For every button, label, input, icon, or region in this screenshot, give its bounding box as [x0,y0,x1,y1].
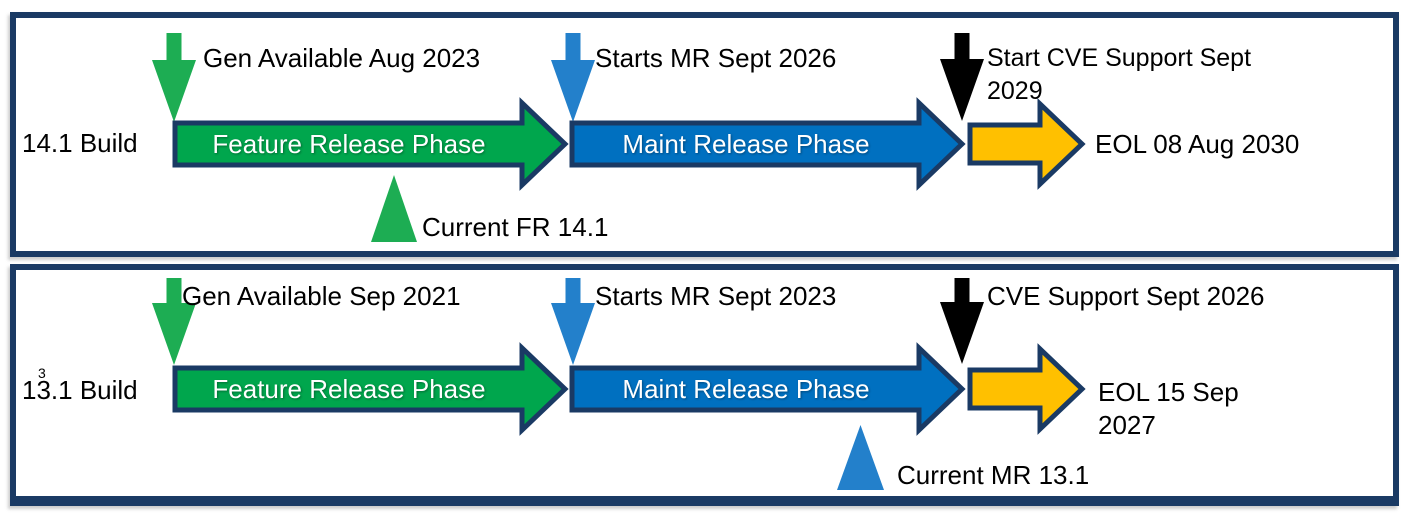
panel-14-1-build: 14.1 Build Gen Available Aug 2023 Starts… [10,12,1399,257]
feature-phase-label: Feature Release Phase [212,373,486,404]
cve-down-arrow-icon [940,33,984,121]
build-label-superscript: 3 [38,365,46,381]
current-label: Current MR 13.1 [897,460,1090,490]
current-label: Current FR 14.1 [422,212,609,242]
maint-phase-arrow [569,342,966,436]
ga-label: Gen Available Aug 2023 [203,43,481,73]
eol-label: EOL 08 Aug 2030 [1095,129,1300,159]
mr-label: Starts MR Sept 2023 [595,281,837,311]
cve-phase-arrow [967,98,1086,190]
maint-phase-label: Maint Release Phase [622,128,870,159]
mr-label: Starts MR Sept 2026 [595,43,837,73]
cve-phase-arrow [967,343,1086,435]
maint-phase-arrow [569,97,966,191]
cve-label: CVE Support Sept 2026 [987,281,1265,311]
ga-down-arrow-icon [152,33,196,122]
feature-phase-arrow [172,97,569,191]
current-up-triangle-icon [371,175,417,242]
cve-label: Start CVE Support Sept 2029 [987,44,1252,105]
mr-down-arrow-icon [551,33,595,122]
ga-down-arrow-icon [152,278,196,365]
cve-down-arrow-icon [940,278,984,364]
feature-phase-arrow [172,342,569,436]
eol-label: EOL 15 Sep 2027 [1098,377,1239,440]
mr-down-arrow-icon [551,278,595,365]
build-label: 14.1 Build [22,128,138,158]
build-label: 13.1 Build [22,375,138,405]
maint-phase-label: Maint Release Phase [622,373,870,404]
ga-label: Gen Available Sep 2021 [182,281,461,311]
feature-phase-label: Feature Release Phase [212,128,486,159]
panel-13-1-build: 13.1 Build 3 Gen Available Sep 2021 Star… [10,264,1399,506]
current-up-triangle-icon [837,425,884,490]
